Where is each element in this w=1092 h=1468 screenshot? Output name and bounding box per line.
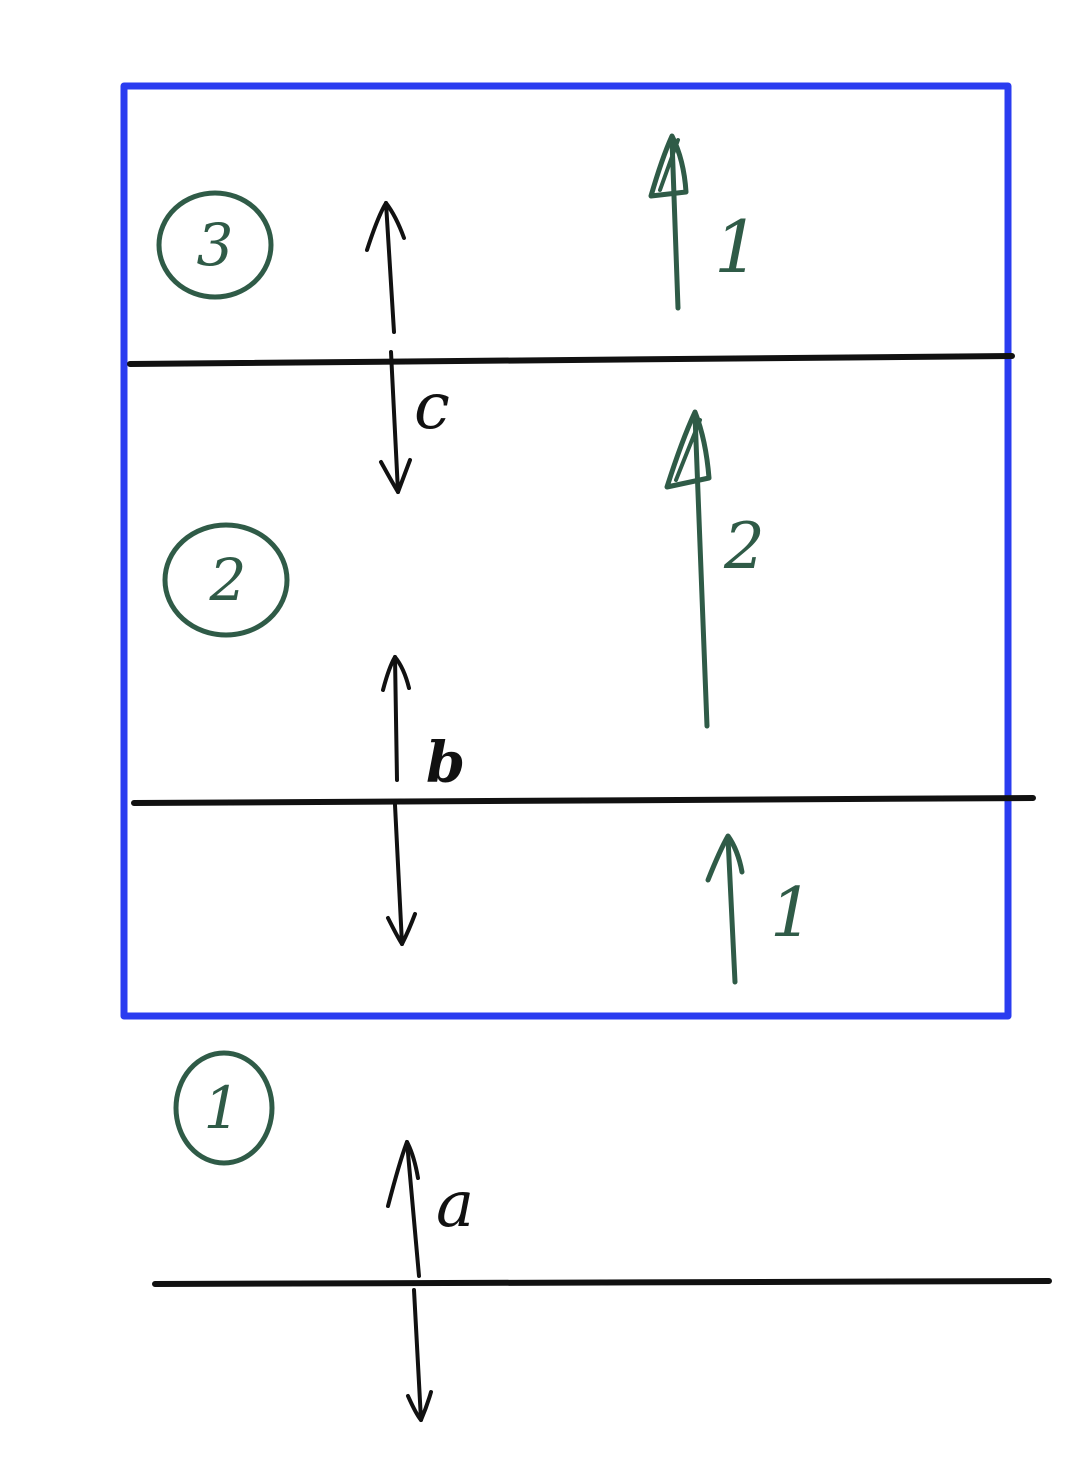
region-marker-1: 1 <box>173 1050 275 1166</box>
region-marker-3: 3 <box>156 190 274 300</box>
interface-line-a <box>152 1278 1052 1287</box>
region-marker-2: 2 <box>162 522 290 638</box>
count-arrow-region-3 <box>648 133 689 311</box>
double-arrow-b <box>381 655 417 946</box>
count-label-region-3: 1 <box>714 205 760 289</box>
interface-label-b: b <box>426 730 465 796</box>
double-arrow-a <box>386 1140 433 1422</box>
count-arrow-lower <box>705 833 745 985</box>
count-arrow-region-2 <box>664 409 712 729</box>
interface-line-c <box>127 353 1015 367</box>
count-label-lower: 1 <box>770 874 813 953</box>
region-label-2: 2 <box>209 546 247 614</box>
boundary-box <box>120 82 1012 1020</box>
interface-line-b <box>131 795 1036 806</box>
count-label-region-2: 2 <box>723 510 765 584</box>
region-label-3: 3 <box>197 211 234 279</box>
double-arrow-c <box>365 201 412 494</box>
interface-label-c: c <box>414 370 450 444</box>
region-label-1: 1 <box>204 1074 241 1142</box>
interface-label-a: a <box>436 1168 474 1242</box>
